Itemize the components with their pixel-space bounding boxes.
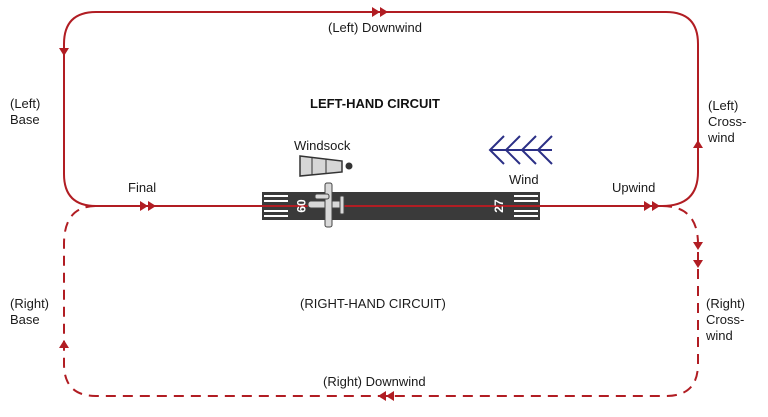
right-crosswind-label: (Right) Cross- wind [706,296,746,343]
wind-arrow-icon [488,135,553,165]
right-hand-circuit-title: (RIGHT-HAND CIRCUIT) [300,296,446,311]
runway-number-27: 27 [492,199,506,213]
wind-label: Wind [509,172,539,187]
right-hand-circuit-path [63,205,699,397]
windsock-label: Windsock [294,138,351,153]
right-base-arrow [59,340,69,348]
right-crosswind-arrows [693,242,703,268]
right-base-label: (Right) Base [10,296,50,327]
windsock-icon [299,155,353,177]
left-downwind-arrow [372,7,388,17]
left-hand-circuit-path [63,11,699,207]
left-base-label: (Left) Base [10,96,41,127]
left-base-arrow [59,48,69,56]
upwind-label: Upwind [612,180,656,195]
right-downwind-arrow [378,391,394,401]
right-downwind-label: (Right) Downwind [323,374,426,389]
left-crosswind-label: (Left) Cross- wind [708,98,747,145]
left-hand-circuit-title: LEFT-HAND CIRCUIT [310,96,440,111]
final-arrow [140,201,156,211]
airplane-icon [307,182,345,228]
left-downwind-label: (Left) Downwind [328,20,422,35]
final-label: Final [128,180,157,195]
left-crosswind-arrow [693,140,703,148]
upwind-arrow [644,201,660,211]
runway-number-09: 09 [294,199,308,213]
